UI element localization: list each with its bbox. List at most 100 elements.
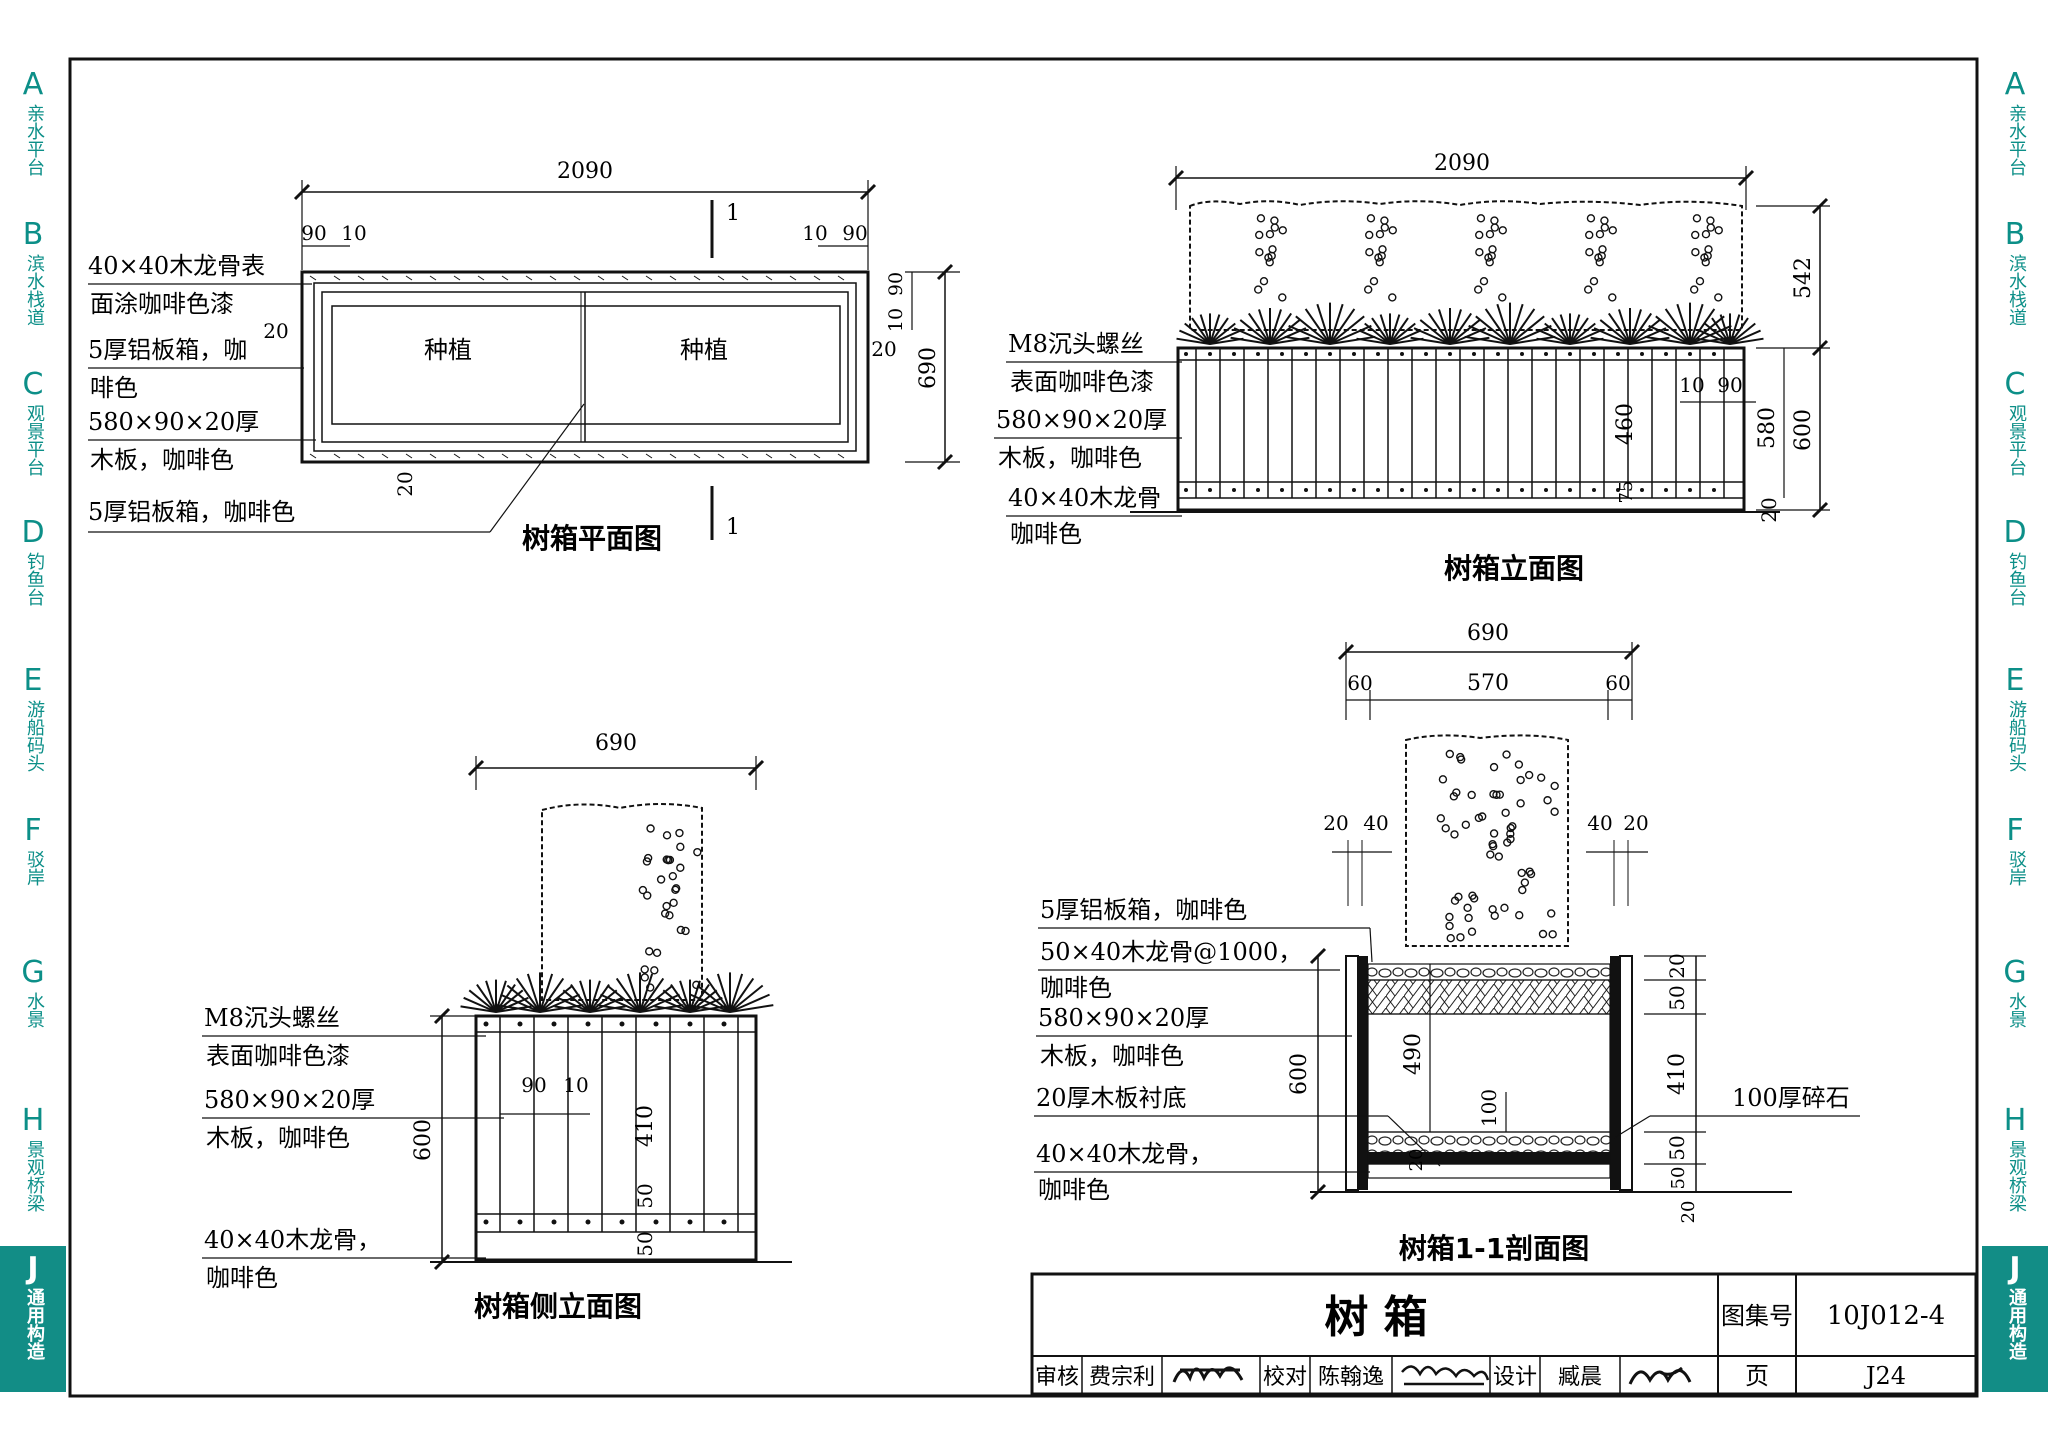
side-screw (551, 1021, 557, 1027)
plan-dim-690: 690 (916, 347, 941, 389)
elev-screw (1520, 352, 1524, 356)
sec-plant-dot (1445, 749, 1455, 759)
sec-plant-dot (1450, 896, 1460, 905)
side-tab-letter: H (2003, 1103, 2027, 1138)
elev-note-3: 木板，咖啡色 (998, 444, 1142, 472)
checker-signature (1401, 1365, 1490, 1386)
elev-plant-leaf (1364, 322, 1391, 345)
sec-plant-dot (1538, 929, 1548, 939)
plan-rail-mark (765, 275, 773, 281)
elev-plant-leaf (1593, 327, 1631, 345)
sec-plant-dot (1490, 911, 1499, 920)
sec-plant-dot (1452, 788, 1461, 797)
elev-plant-leaf (1536, 337, 1571, 345)
sec-dim-600: 600 (1287, 1053, 1312, 1095)
elev-plant-leaf (1496, 303, 1511, 345)
side-plant-leaf (657, 996, 691, 1013)
elev-screw (1232, 488, 1236, 492)
plan-rail-mark (525, 453, 533, 459)
sec-plant-dot (1516, 775, 1525, 785)
elev-screw (1328, 352, 1332, 356)
sec-dim-410: 410 (1665, 1053, 1690, 1095)
elev-plant-leaf (1618, 309, 1631, 345)
elev-dim-542: 542 (1791, 257, 1816, 299)
plan-rail-mark (333, 275, 341, 281)
elev-screw (1352, 488, 1356, 492)
sec-plant-dot (1516, 799, 1525, 808)
side-plant-leaf (562, 989, 591, 1013)
plan-rail-mark (789, 275, 797, 281)
side-plant-leaf (729, 984, 764, 1013)
side-plant-dot (676, 925, 686, 935)
side-tab-letter: F (24, 813, 42, 848)
plan-rail-mark (381, 275, 389, 281)
side-plant-leaf (515, 977, 541, 1013)
side-tab-label: 景观桥梁 (24, 1140, 45, 1212)
elev-plant-leaf (1438, 309, 1451, 345)
side-plant-leaf (639, 977, 665, 1013)
elevation-view: 2090 542 600 580 20 460 75 (994, 151, 1830, 585)
sec-dim-100: 100 (1477, 1089, 1501, 1127)
elev-screw (1568, 488, 1572, 492)
plan-section-mark-top: 1 (726, 201, 740, 226)
side-screw (517, 1021, 523, 1027)
elev-plant-leaf (1389, 322, 1416, 345)
elev-screw (1616, 352, 1620, 356)
elev-plant-leaf (1209, 322, 1236, 345)
side-plant-leaf (539, 977, 565, 1013)
elev-screw (1640, 488, 1644, 492)
elev-plant-dot (1595, 230, 1605, 239)
side-plant-leaf (696, 984, 731, 1013)
plan-rail-mark (717, 453, 725, 459)
side-note-0: M8沉头螺丝 (204, 1004, 340, 1032)
plan-rail-mark (573, 453, 581, 459)
elev-plant-dot (1701, 230, 1711, 239)
side-plant-leaf (639, 973, 654, 1013)
elev-plant-dot (1589, 276, 1599, 286)
elev-screw (1544, 488, 1548, 492)
elev-plant-dot (1703, 251, 1712, 261)
elev-plant-leaf (1329, 303, 1344, 345)
elev-plant-leaf (1569, 329, 1601, 345)
elev-plant-leaf (1389, 317, 1409, 345)
elev-screw (1496, 352, 1500, 356)
side-plant-dot (675, 828, 684, 838)
elev-plant-dot (1259, 276, 1269, 286)
plan-rail-mark (837, 275, 845, 281)
elev-plant-leaf (1379, 314, 1391, 345)
elev-plant-leaf (1247, 312, 1271, 345)
elev-plant-dot (1691, 230, 1700, 240)
side-plant-leaf (506, 984, 541, 1013)
elev-screw (1472, 488, 1476, 492)
elev-screw (1376, 488, 1380, 492)
plan-note-2: 5厚铝板箱，咖 (88, 336, 247, 364)
elev-plant-leaf (1676, 303, 1691, 345)
elev-plant-dot (1388, 293, 1397, 302)
sec-plant-dot (1501, 808, 1510, 817)
sec-dim-50-bot: 50 (1668, 1167, 1689, 1190)
side-screw (653, 1021, 659, 1027)
elev-plant-leaf (1356, 337, 1391, 345)
sec-plant-dot (1550, 781, 1559, 791)
plan-note-3: 啡色 (90, 374, 138, 402)
sec-plant-dot (1550, 807, 1559, 816)
